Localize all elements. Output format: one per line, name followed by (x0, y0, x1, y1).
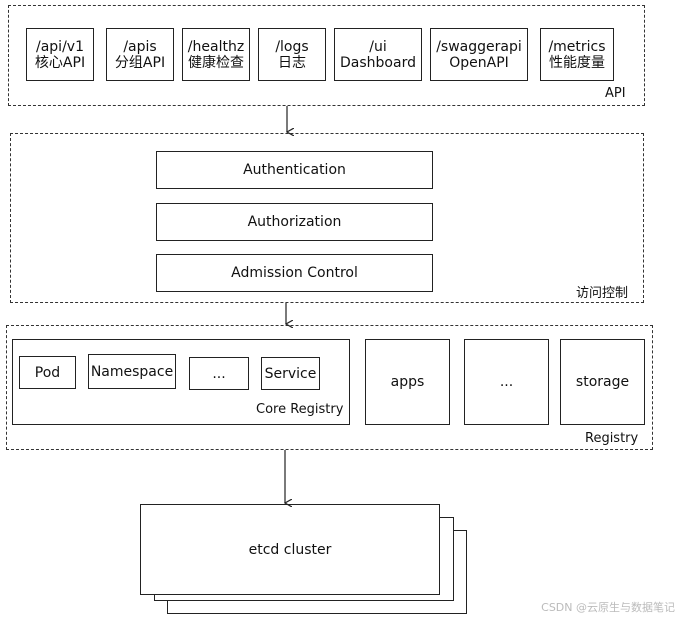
api-endpoint-metrics: /metrics 性能度量 (540, 28, 614, 81)
api-endpoint-api-v1: /api/v1 核心API (26, 28, 94, 81)
registry-group-storage: storage (560, 339, 645, 425)
api-path: /api/v1 (36, 38, 84, 55)
api-layer-label: API (605, 86, 626, 101)
core-registry-item-ellipsis: ... (189, 357, 249, 390)
api-desc: 性能度量 (549, 54, 605, 71)
api-endpoint-ui: /ui Dashboard (334, 28, 422, 81)
api-desc: 日志 (278, 54, 306, 71)
watermark: CSDN @云原生与数据笔记 (541, 601, 675, 614)
api-path: /ui (369, 38, 387, 55)
registry-group-ellipsis: ... (464, 339, 549, 425)
api-path: /apis (123, 38, 157, 55)
api-desc: 分组API (114, 54, 166, 71)
api-path: /healthz (187, 38, 245, 55)
core-registry-label: Core Registry (256, 402, 344, 417)
api-desc: OpenAPI (449, 54, 509, 71)
api-endpoint-healthz: /healthz 健康检查 (182, 28, 250, 81)
core-registry-item-service: Service (261, 357, 320, 390)
registry-layer (6, 325, 653, 450)
api-path: /metrics (548, 38, 606, 55)
authorization-box: Authorization (156, 203, 433, 241)
registry-group-apps: apps (365, 339, 450, 425)
api-desc: 核心API (34, 54, 86, 71)
access-control-label: 访问控制 (576, 286, 629, 301)
api-layer (8, 5, 645, 106)
api-path: /swaggerapi (436, 38, 522, 55)
core-registry-item-namespace: Namespace (88, 354, 176, 389)
core-registry-item-pod: Pod (19, 356, 76, 389)
api-path: /logs (275, 38, 309, 55)
admission-control-box: Admission Control (156, 254, 433, 292)
api-endpoint-swaggerapi: /swaggerapi OpenAPI (430, 28, 528, 81)
api-desc: 健康检查 (188, 54, 244, 71)
authentication-box: Authentication (156, 151, 433, 189)
registry-layer-label: Registry (585, 431, 639, 446)
api-endpoint-apis: /apis 分组API (106, 28, 174, 81)
api-endpoint-logs: /logs 日志 (258, 28, 326, 81)
access-control-layer (10, 133, 644, 303)
api-desc: Dashboard (340, 54, 416, 71)
